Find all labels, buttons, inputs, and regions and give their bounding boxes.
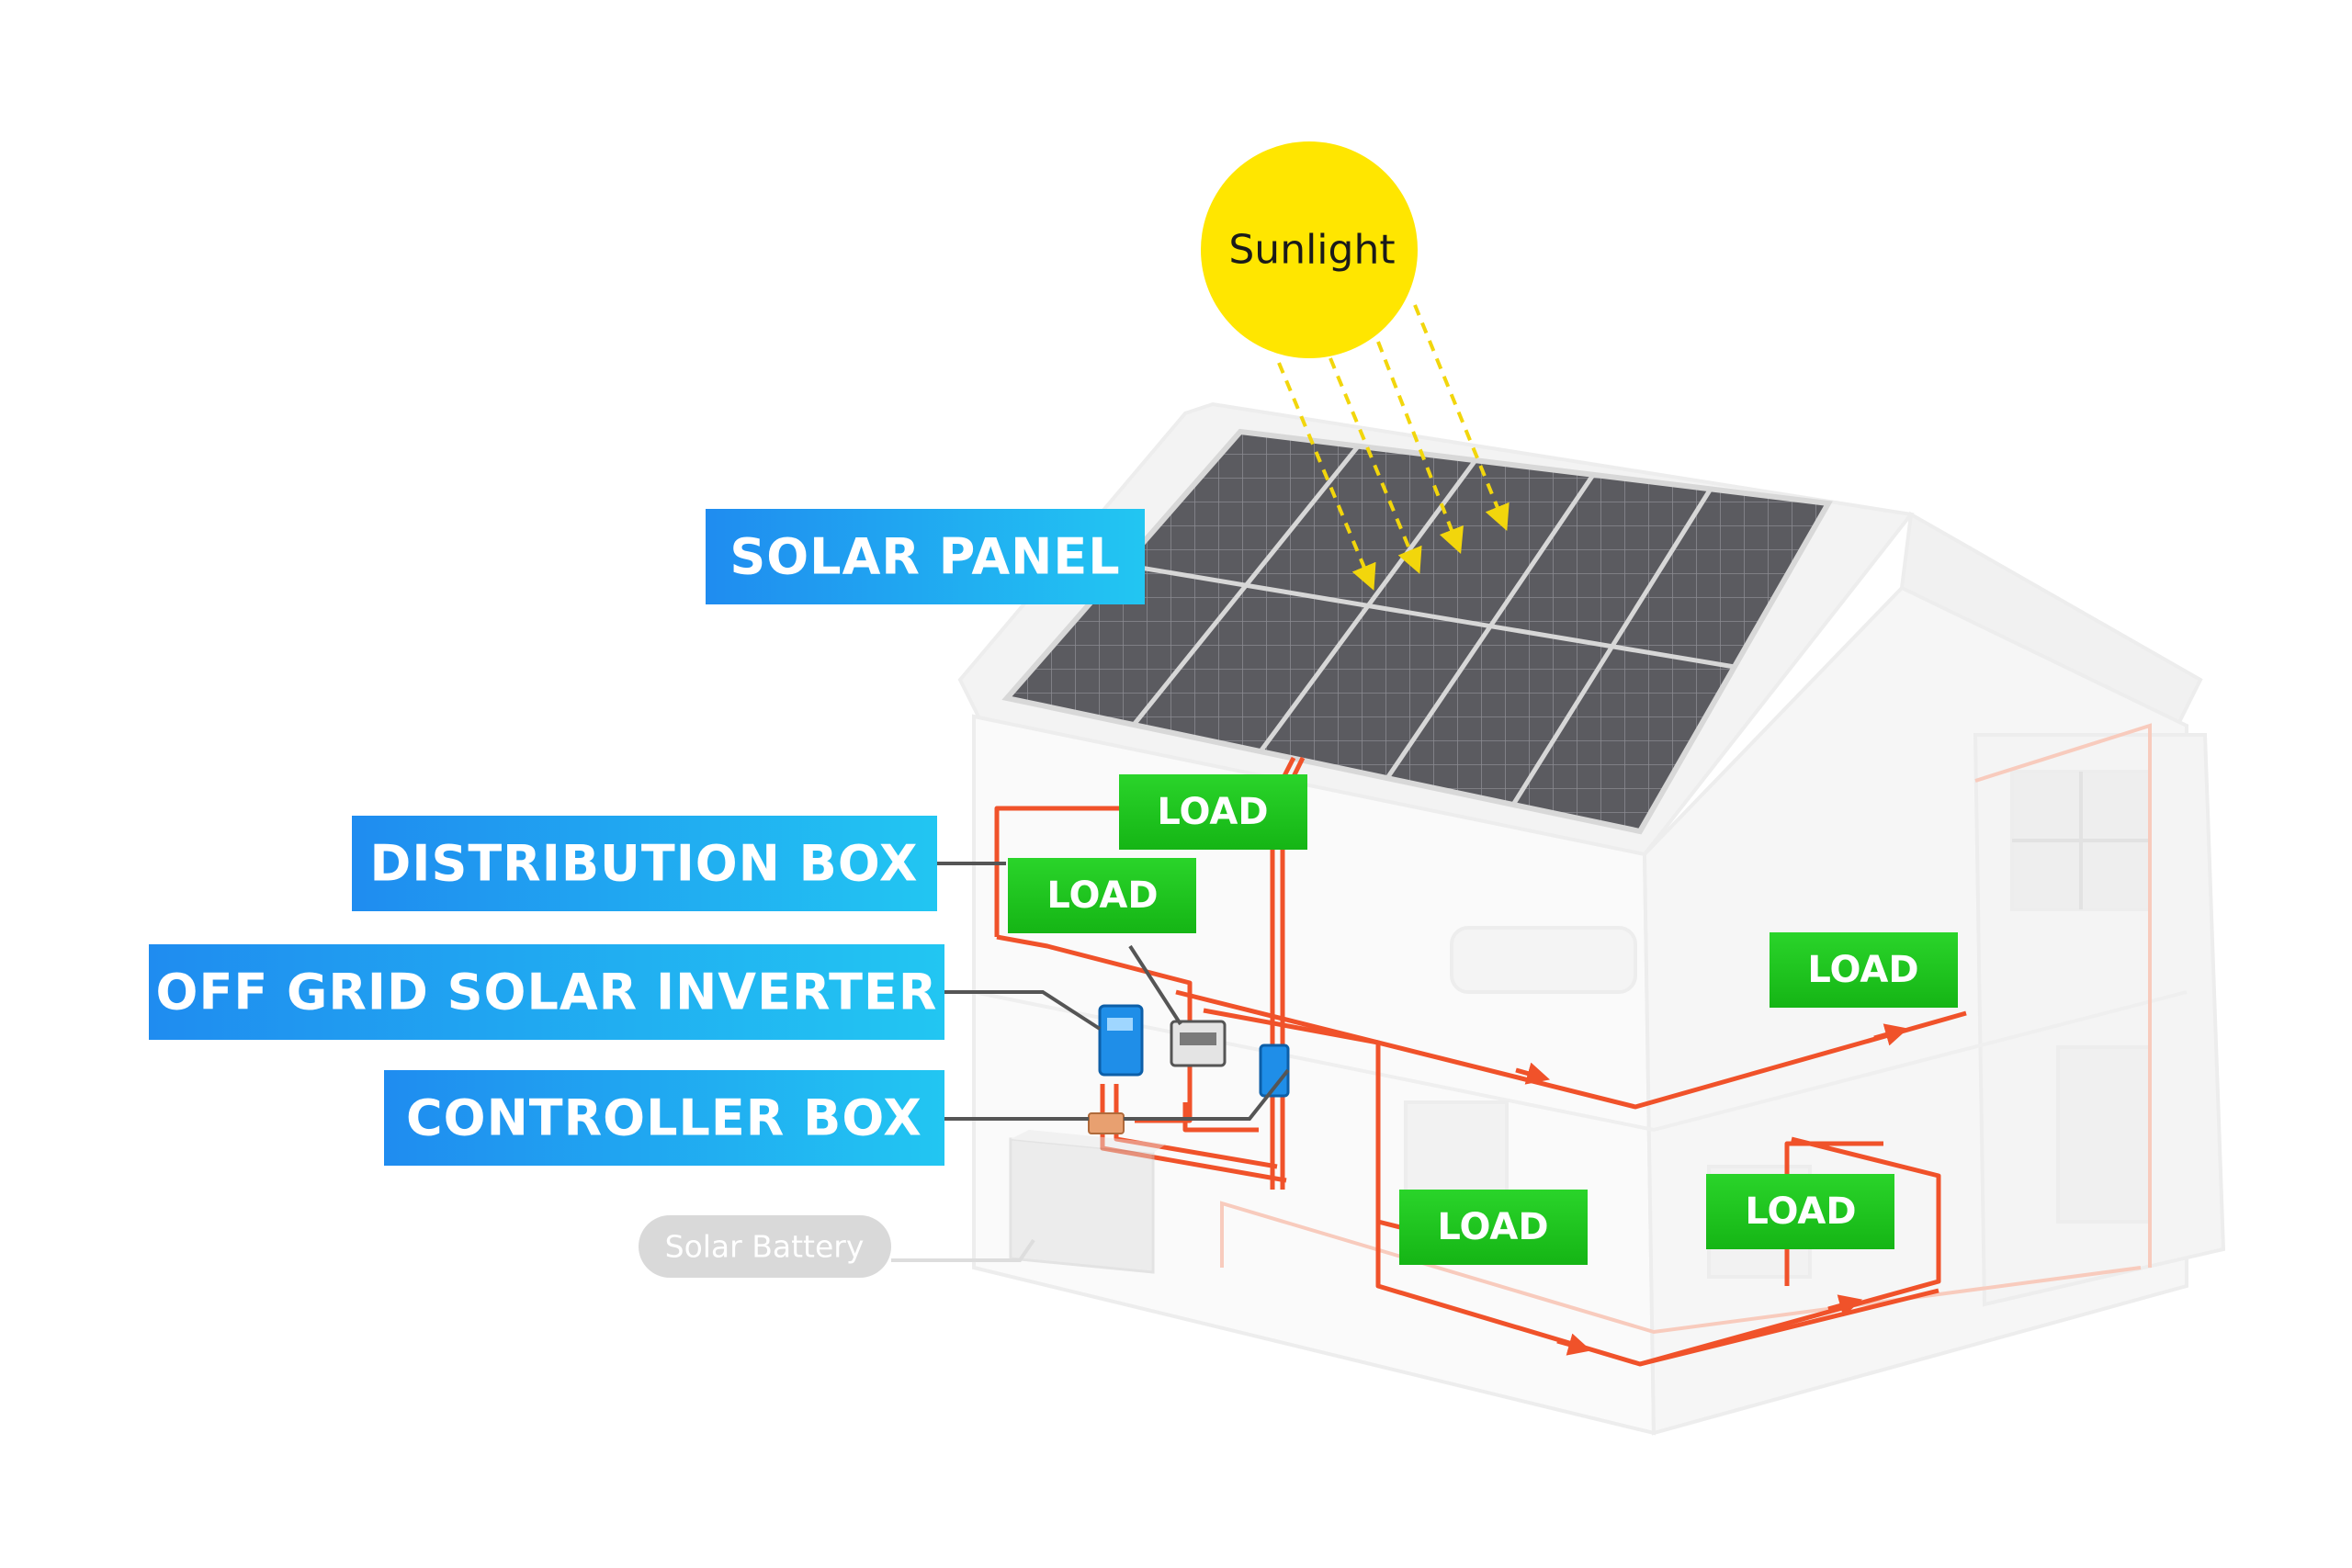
sun — [1201, 141, 1418, 358]
controller-box-device — [1088, 1112, 1125, 1134]
label-solar-panel: SOLAR PANEL — [706, 509, 1145, 604]
label-off-grid-solar-inverter: OFF GRID SOLAR INVERTER — [149, 944, 944, 1040]
svg-text:LOAD: LOAD — [1437, 1206, 1548, 1248]
svg-text:LOAD: LOAD — [1745, 1190, 1856, 1233]
svg-text:LOAD: LOAD — [1046, 874, 1158, 917]
svg-text:SOLAR PANEL: SOLAR PANEL — [729, 528, 1120, 586]
svg-text:LOAD: LOAD — [1807, 949, 1918, 991]
sun-rays — [1277, 304, 1510, 591]
door — [2056, 1045, 2152, 1224]
load-label: LOAD — [1770, 932, 1958, 1008]
label-solar-battery: Solar Battery — [639, 1215, 891, 1278]
label-distribution-box: DISTRIBUTION BOX — [352, 816, 937, 911]
svg-text:LOAD: LOAD — [1157, 791, 1268, 833]
wiring — [994, 756, 1967, 1367]
solar-panel-array — [1001, 428, 1833, 835]
svg-text:DISTRIBUTION BOX: DISTRIBUTION BOX — [370, 835, 919, 893]
leader-lines — [891, 862, 1290, 1262]
load-label: LOAD — [1399, 1190, 1588, 1265]
sun-label: Sunlight — [1228, 227, 1395, 274]
label-controller-box: CONTROLLER BOX — [384, 1070, 944, 1166]
svg-text:Solar Battery: Solar Battery — [665, 1229, 865, 1265]
inverter-device — [1098, 1004, 1144, 1077]
svg-text:CONTROLLER BOX: CONTROLLER BOX — [406, 1089, 922, 1147]
distribution-box-device — [1170, 1020, 1227, 1067]
solar-battery-device — [1009, 1130, 1167, 1274]
svg-text:OFF GRID SOLAR INVERTER: OFF GRID SOLAR INVERTER — [156, 964, 938, 1021]
load-label: LOAD — [1119, 774, 1307, 850]
load-label: LOAD — [1008, 858, 1196, 933]
load-label: LOAD — [1706, 1174, 1894, 1249]
